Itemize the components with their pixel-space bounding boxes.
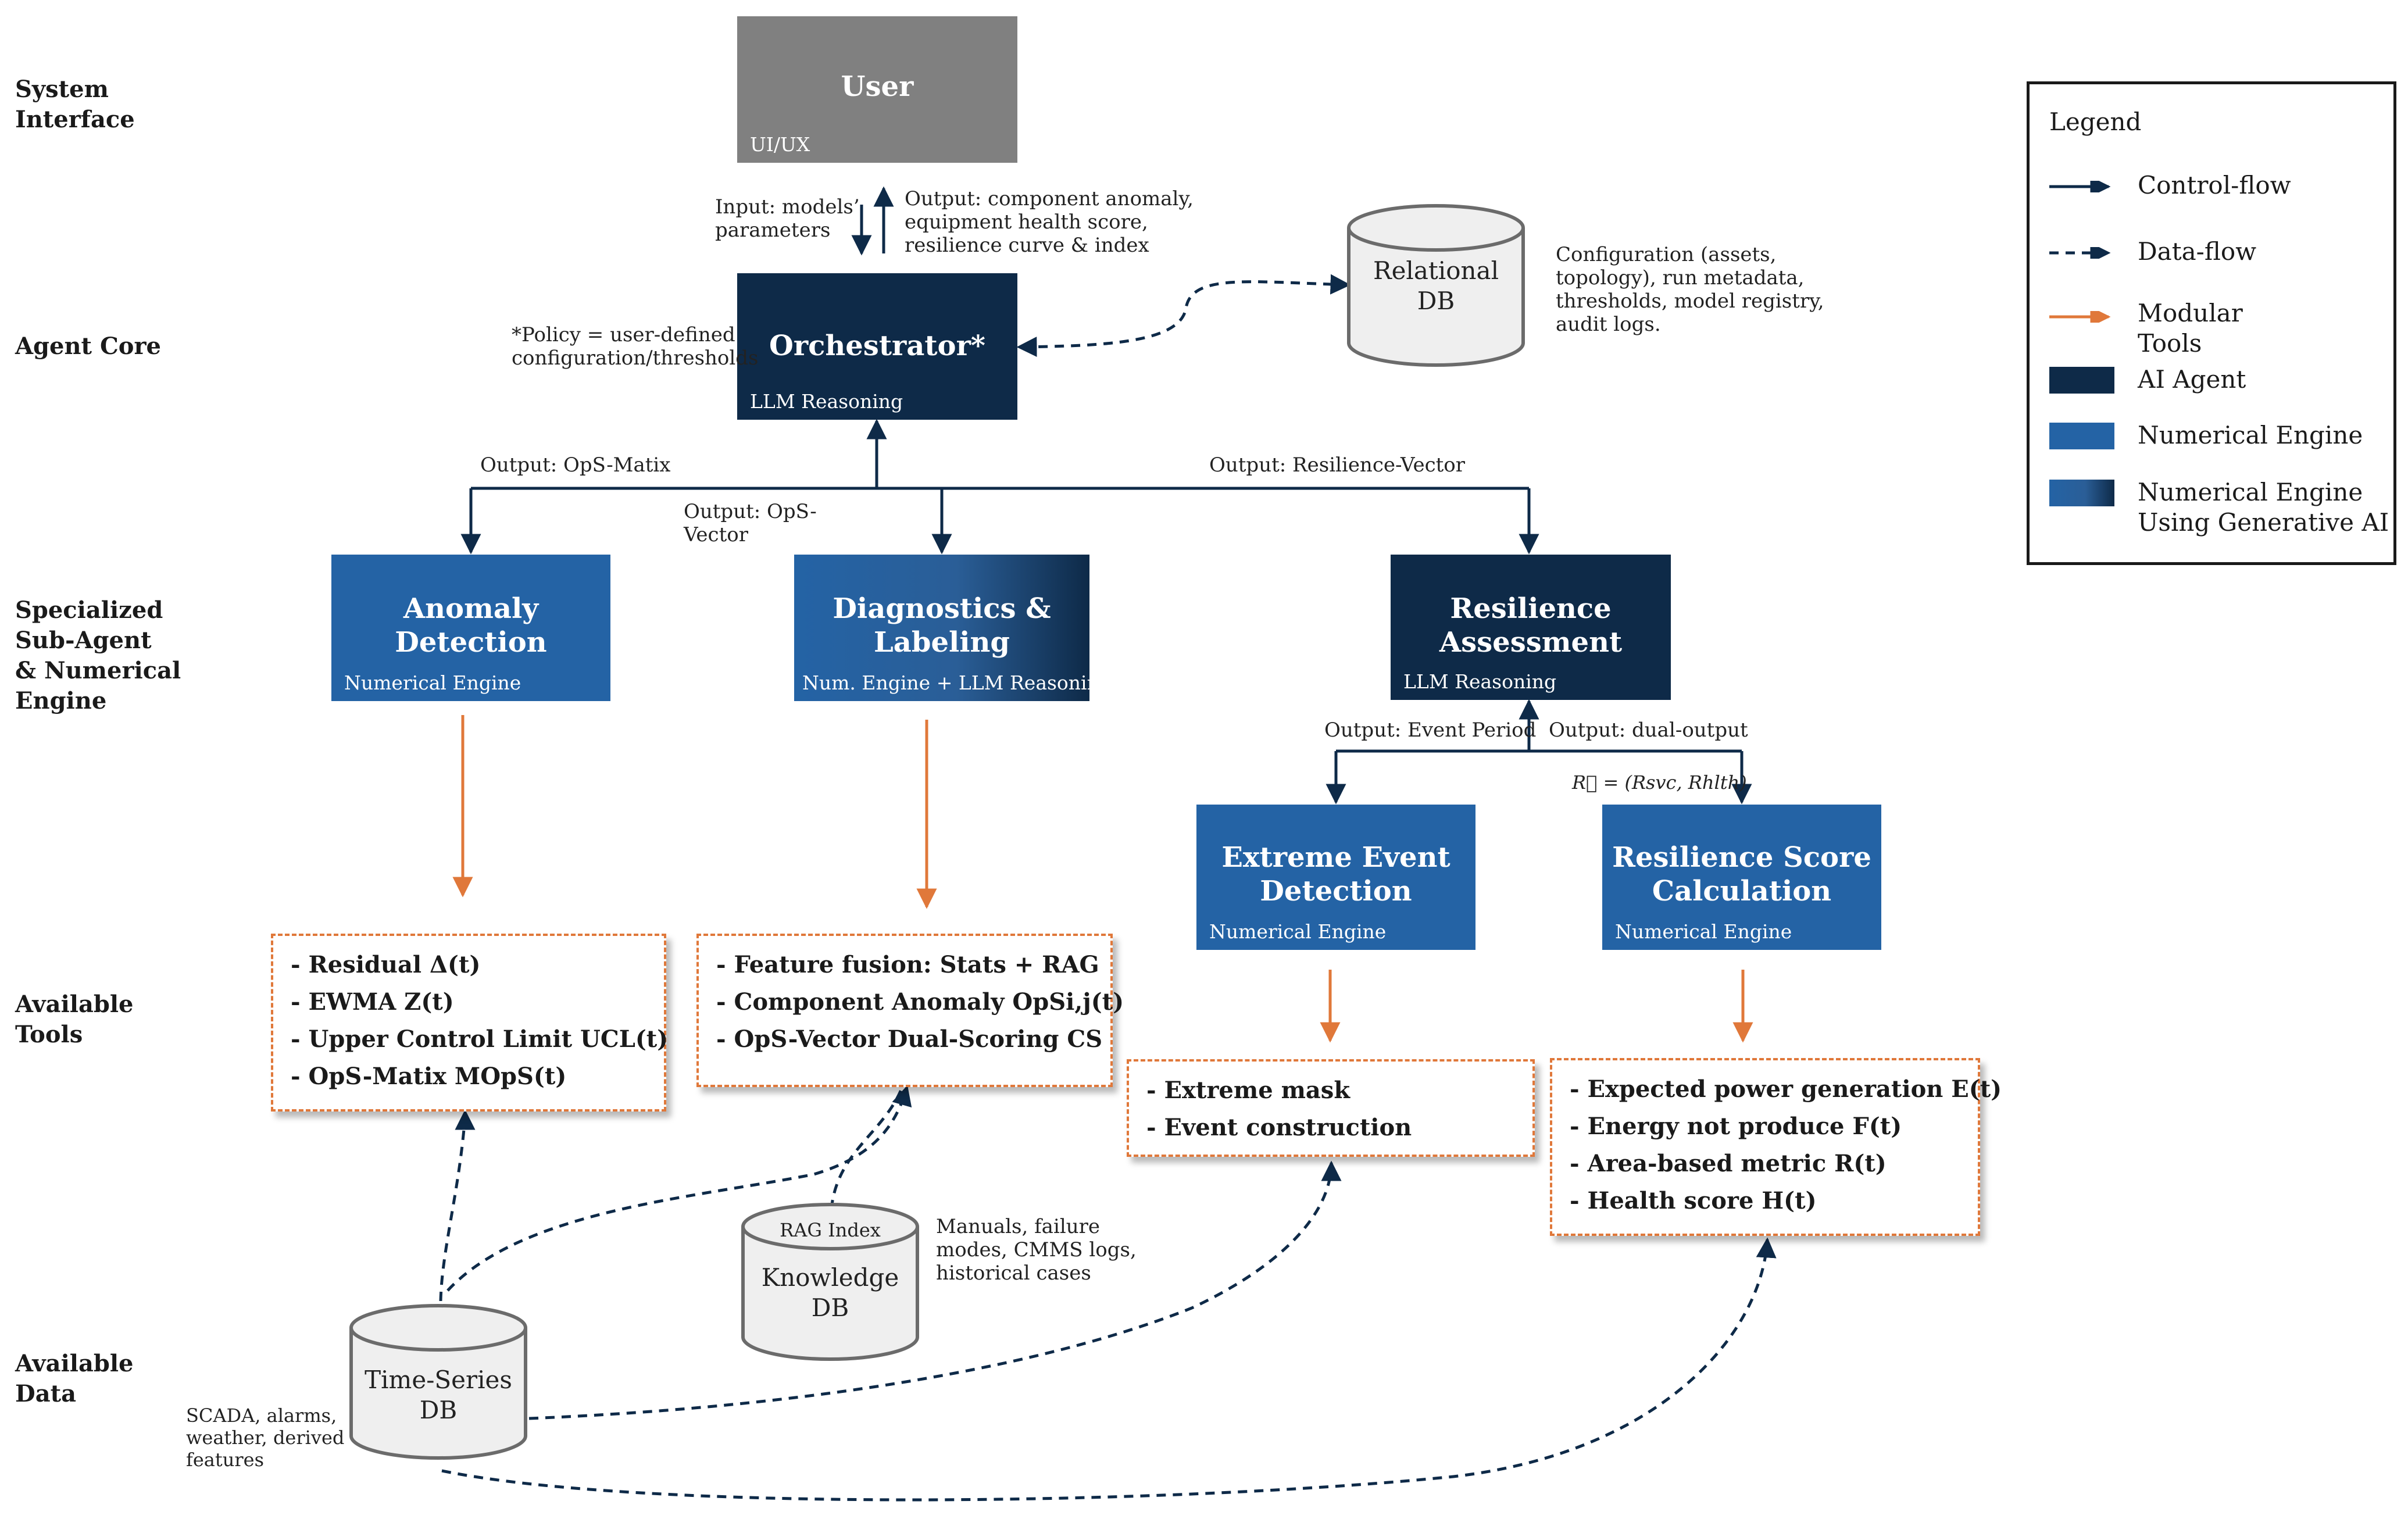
row-label-available-data: Available Data <box>15 1350 134 1407</box>
policy-note: *Policy = user-defined configuration/thr… <box>512 323 759 370</box>
user-subtitle: UI/UX <box>750 133 810 156</box>
extreme-title: Extreme Event Detection <box>1221 841 1450 907</box>
orchestrator-title: Orchestrator* <box>769 330 985 362</box>
tool-item: - Residual Δ(t) <box>291 951 481 978</box>
edge-label-dual-output: Output: dual-output <box>1549 719 1748 742</box>
extreme-tools-box: - Extreme mask - Event construction <box>1127 1059 1535 1157</box>
resilience-title: Resilience Assessment <box>1439 592 1623 659</box>
anomaly-title: Anomaly Detection <box>395 592 547 659</box>
legend-numerical-gen-swatch <box>2049 480 2114 506</box>
resilience-assessment-box: Resilience Assessment LLM Reasoning <box>1391 555 1671 700</box>
legend-control-flow-label: Control-flow <box>2138 171 2291 199</box>
tool-item: - Energy not produce F(t) <box>1570 1113 1902 1140</box>
legend: Legend Control-flow Data-flow Modular To… <box>2027 81 2396 565</box>
diagnostics-title: Diagnostics & Labeling <box>833 592 1051 659</box>
diagnostics-tools-box: - Feature fusion: Stats + RAG - Componen… <box>696 934 1124 1087</box>
anomaly-subtitle: Numerical Engine <box>344 671 521 694</box>
legend-numerical-engine-label: Numerical Engine <box>2138 421 2363 449</box>
output-user-note: Output: component anomaly, equipment hea… <box>905 187 1194 257</box>
anomaly-tools-box: - Residual Δ(t) - EWMA Z(t) - Upper Cont… <box>271 934 669 1112</box>
knowledge-db-shape <box>741 1203 919 1361</box>
legend-data-flow-label: Data-flow <box>2138 237 2257 266</box>
legend-title: Legend <box>2049 108 2142 136</box>
tool-item: - Feature fusion: Stats + RAG <box>716 951 1099 978</box>
tool-item: - Extreme mask <box>1146 1077 1351 1104</box>
knowledge-db-note: Manuals, failure modes, CMMS logs, histo… <box>936 1215 1137 1285</box>
tool-item: - OpS-Vector Dual-Scoring CS <box>716 1025 1103 1053</box>
relational-db-note: Configuration (assets, topology), run me… <box>1556 243 1824 336</box>
score-title: Resilience Score Calculation <box>1612 841 1871 907</box>
orchestrator-subtitle: LLM Reasoning <box>750 390 903 413</box>
knowledge-db-tag: RAG Index <box>780 1219 881 1241</box>
dataflow-timeseries-anomaly <box>439 1109 476 1302</box>
legend-modular-tools-swatch <box>2049 311 2111 323</box>
legend-numerical-engine-swatch <box>2049 423 2114 449</box>
edge-label-ops-matix: Output: OpS-Matix <box>480 453 671 477</box>
tool-item: - OpS-Matix MOpS(t) <box>291 1063 567 1090</box>
timeseries-db-note: SCADA, alarms, weather, derived features <box>186 1405 345 1471</box>
knowledge-db-label: Knowledge DB <box>761 1263 899 1322</box>
legend-data-flow-swatch <box>2049 247 2111 259</box>
dataflow-relational-orchestrator <box>1016 274 1351 358</box>
timeseries-db-label: Time-Series DB <box>365 1366 512 1424</box>
orchestrator-box: Orchestrator* LLM Reasoning <box>737 273 1017 420</box>
legend-control-flow-swatch <box>2049 181 2111 192</box>
user-title: User <box>841 70 914 103</box>
tool-item: - Component Anomaly OpSi,j(t) <box>716 988 1124 1016</box>
input-note: Input: models’ parameters <box>715 195 860 242</box>
resilience-subtitle: LLM Reasoning <box>1403 670 1557 693</box>
dataflow-knowledge-diagnostics <box>830 1087 904 1210</box>
row-label-system-interface: System Interface <box>15 76 135 133</box>
extreme-subtitle: Numerical Engine <box>1209 920 1387 943</box>
legend-numerical-gen-label: Numerical Engine Using Generative AI <box>2138 478 2389 537</box>
legend-modular-tools-label: Modular Tools <box>2138 299 2243 358</box>
tool-item: - Upper Control Limit UCL(t) <box>291 1025 669 1053</box>
score-subtitle: Numerical Engine <box>1615 920 1792 943</box>
legend-ai-agent-swatch <box>2049 367 2114 394</box>
legend-ai-agent-label: AI Agent <box>2138 365 2246 394</box>
edge-label-ops-vector: Output: OpS- Vector <box>684 500 817 546</box>
diagnostics-labeling-box: Diagnostics & Labeling Num. Engine + LLM… <box>794 555 1112 701</box>
tool-item: - Health score H(t) <box>1570 1187 1817 1214</box>
user-box: User UI/UX <box>737 16 1017 163</box>
anomaly-detection-box: Anomaly Detection Numerical Engine <box>331 555 610 701</box>
tool-item: - Event construction <box>1146 1114 1412 1141</box>
tool-item: - Expected power generation E(t) <box>1570 1075 2002 1103</box>
tool-item: - Area-based metric R(t) <box>1570 1150 1887 1177</box>
diagnostics-subtitle: Num. Engine + LLM Reasoning <box>802 671 1112 694</box>
extreme-event-box: Extreme Event Detection Numerical Engine <box>1196 805 1475 950</box>
edge-label-resilience-vector: Output: Resilience-Vector <box>1209 453 1465 477</box>
relational-db-label: Relational DB <box>1373 256 1499 315</box>
dataflow-timeseries-diagnostics <box>446 1085 912 1292</box>
score-tools-box: - Expected power generation E(t) - Energ… <box>1550 1058 2002 1236</box>
resilience-score-box: Resilience Score Calculation Numerical E… <box>1602 805 1881 950</box>
timeseries-db-shape <box>349 1304 527 1460</box>
edge-label-r-formula: R⃗ = (Rsvc, Rhlth) <box>1572 771 1747 794</box>
relational-db-shape <box>1347 204 1525 367</box>
row-label-available-tools: Available Tools <box>15 991 134 1048</box>
dataflow-timeseries-extreme <box>528 1160 1342 1420</box>
dataflow-timeseries-score <box>441 1237 1777 1502</box>
row-label-agent-core: Agent Core <box>15 333 161 360</box>
edge-label-event-period: Output: Event Period <box>1324 719 1537 742</box>
tool-item: - EWMA Z(t) <box>291 988 454 1016</box>
row-label-specialized: Specialized Sub-Agent & Numerical Engine <box>15 596 181 714</box>
